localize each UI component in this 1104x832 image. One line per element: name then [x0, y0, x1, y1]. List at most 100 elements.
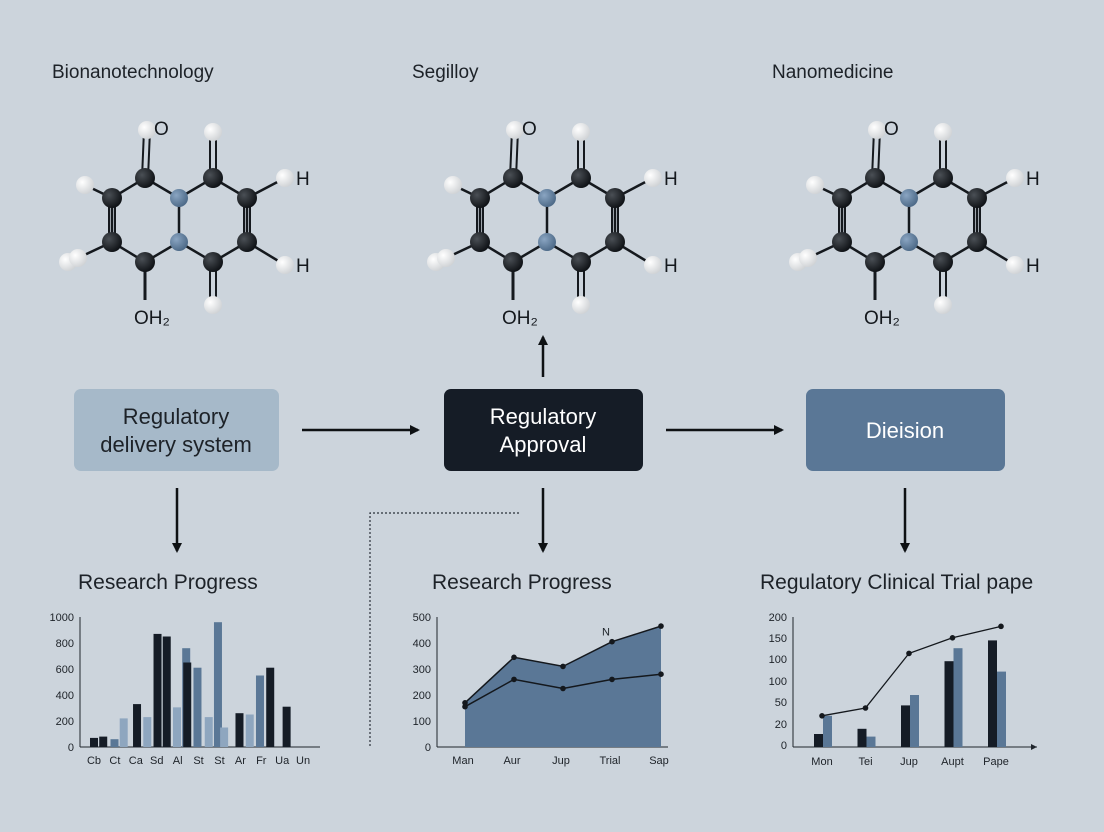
- y-tick-label: 500: [413, 612, 431, 624]
- bar: [857, 728, 867, 747]
- atom-label: H: [296, 169, 310, 190]
- carbon-atom: [933, 168, 953, 188]
- bar: [110, 739, 119, 747]
- bar: [866, 736, 876, 747]
- node-label-line-1: Regulatory: [123, 404, 229, 429]
- annotation-label: N: [602, 627, 610, 639]
- atom-label: H: [296, 256, 310, 277]
- hydrogen-atom: [644, 256, 662, 274]
- bar: [901, 705, 910, 747]
- y-tick-label: 400: [413, 638, 431, 650]
- atom-label: OH₂: [502, 308, 538, 329]
- bar: [143, 717, 152, 747]
- bar: [814, 734, 823, 747]
- hydrogen-atom: [437, 249, 455, 267]
- bar: [213, 622, 222, 747]
- data-point: [949, 635, 956, 641]
- y-tick-label: 200: [413, 690, 431, 702]
- carbon-atom: [203, 168, 223, 188]
- carbon-atom: [967, 188, 987, 208]
- x-tick-label: Ca: [129, 755, 144, 767]
- node-label-line-1: Dieision: [866, 418, 944, 443]
- atom-label: O: [154, 119, 169, 140]
- atom-label: OH₂: [864, 308, 900, 329]
- x-tick-label: Sd: [150, 755, 163, 767]
- carbon-atom: [832, 232, 852, 252]
- node-label-line-1: Regulatory: [490, 404, 596, 429]
- atom-label: H: [1026, 169, 1040, 190]
- carbon-atom: [135, 168, 155, 188]
- hydrogen-atom: [572, 296, 590, 314]
- data-point: [462, 703, 468, 710]
- dotted-connector: [369, 512, 520, 746]
- hydrogen-atom: [506, 121, 524, 139]
- data-point: [906, 650, 912, 657]
- carbon-atom: [605, 188, 625, 208]
- carbon-atom: [967, 232, 987, 252]
- molecule-title-1: Bionanotechnology: [52, 62, 214, 83]
- bar: [282, 706, 291, 747]
- y-tick-label: 50: [775, 697, 787, 709]
- y-tick-label: 600: [56, 664, 74, 676]
- carbon-atom: [470, 232, 490, 252]
- x-tick-label: Man: [452, 755, 473, 767]
- hydrogen-atom: [204, 123, 222, 141]
- carbon-atom: [865, 168, 885, 188]
- hydrogen-atom: [1006, 169, 1024, 187]
- x-tick-label: Ar: [235, 755, 246, 767]
- hydrogen-atom: [276, 169, 294, 187]
- chart-title-3: Regulatory Clinical Trial pape: [760, 571, 1033, 594]
- atom-label: O: [522, 119, 537, 140]
- x-tick-label: Un: [296, 755, 310, 767]
- data-point: [462, 700, 468, 706]
- x-tick-label: St: [214, 755, 224, 767]
- hydrogen-atom: [444, 176, 462, 194]
- carbon-atom: [832, 188, 852, 208]
- data-point: [998, 623, 1004, 630]
- x-tick-label: Pape: [983, 756, 1009, 768]
- nitrogen-atom: [170, 233, 188, 251]
- hydrogen-atom: [934, 296, 952, 314]
- bar: [119, 718, 128, 747]
- data-point: [658, 623, 664, 629]
- carbon-atom: [237, 188, 257, 208]
- carbon-atom: [237, 232, 257, 252]
- data-point: [511, 676, 517, 683]
- x-tick-label: Jup: [900, 756, 918, 768]
- data-point: [609, 676, 615, 683]
- molecule-structure-1: O H H OH₂: [59, 119, 310, 329]
- bar: [220, 727, 229, 747]
- x-tick-label: Tei: [858, 756, 872, 768]
- node-label-line-2: Approval: [500, 432, 587, 457]
- y-tick-label: 1000: [50, 612, 74, 624]
- bar: [266, 667, 275, 747]
- bar: [255, 675, 264, 747]
- x-tick-label: St: [193, 755, 203, 767]
- carbon-atom: [933, 252, 953, 272]
- hydrogen-atom: [76, 176, 94, 194]
- atom-label: OH₂: [134, 308, 170, 329]
- bar: [235, 713, 244, 747]
- bar: [172, 707, 181, 747]
- hydrogen-atom: [799, 249, 817, 267]
- bar: [944, 661, 954, 747]
- y-tick-label: 0: [425, 742, 431, 754]
- x-tick-label: Ct: [109, 755, 120, 767]
- hydrogen-atom: [276, 256, 294, 274]
- carbon-atom: [571, 168, 591, 188]
- bar: [997, 671, 1006, 747]
- y-tick-label: 800: [56, 638, 74, 650]
- atom-label: H: [664, 169, 678, 190]
- molecule-title-2: Segilloy: [412, 62, 479, 83]
- flow-node-regulatory-approval: Regulatory Approval: [444, 389, 643, 471]
- nitrogen-atom: [170, 189, 188, 207]
- bar: [99, 736, 108, 747]
- bar: [153, 633, 162, 747]
- hydrogen-atom: [138, 121, 156, 139]
- x-tick-label: Mon: [811, 756, 832, 768]
- carbon-atom: [102, 188, 122, 208]
- x-tick-label: Jup: [552, 755, 570, 767]
